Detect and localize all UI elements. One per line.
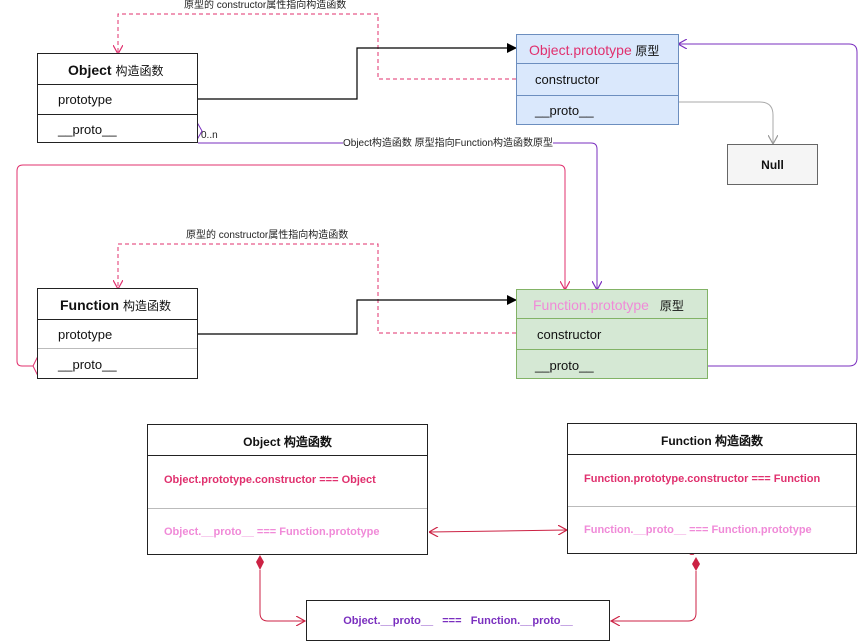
object-prototype-box[interactable]: Object.prototype 原型 constructor __proto_…: [516, 34, 679, 125]
bottom-function-title: Function 构造函数: [661, 434, 763, 448]
object-constructor-box[interactable]: Object 构造函数 prototype __proto__: [37, 53, 198, 143]
bottom-object-line1: Object.prototype.constructor === Object: [164, 474, 376, 486]
edge-bottom-object-equality: [259, 570, 304, 621]
edge-bottom-function-equality: [612, 571, 697, 621]
label-mult-0n: 0..n: [201, 130, 218, 141]
object-proto-field: __proto__: [58, 122, 117, 137]
edge-objproto-constructor: [118, 13, 516, 80]
function-box-title: Function 构造函数: [60, 297, 172, 313]
function-constructor-box[interactable]: Function 构造函数 prototype __proto__: [37, 288, 198, 379]
equality-text: Object.__proto__ === Function.__proto__: [343, 615, 573, 627]
object-prototype-constructor-field: constructor: [535, 72, 600, 87]
label-top-constructor: 原型的 constructor属性指向构造函数: [184, 0, 347, 12]
bottom-object-title: Object 构造函数: [243, 435, 332, 449]
label-object-to-function-proto: Object构造函数 原型指向Function构造函数原型: [343, 138, 554, 150]
function-prototype-box[interactable]: Function.prototype 原型 constructor __prot…: [516, 289, 708, 379]
bottom-function-line1: Function.prototype.constructor === Funct…: [584, 473, 821, 485]
bottom-function-diamond: [692, 557, 700, 571]
object-prototype-title: Object.prototype 原型: [529, 42, 660, 58]
function-prototype-constructor-field: constructor: [537, 327, 602, 342]
bottom-object-diamond: [256, 555, 264, 570]
bottom-object-line2: Object.__proto__ === Function.prototype: [164, 526, 380, 538]
object-prototype-proto-field: __proto__: [535, 103, 594, 118]
edge-object-proto-to-fproto: [198, 142, 597, 289]
function-prototype-title: Function.prototype 原型: [533, 297, 684, 313]
bottom-object-box[interactable]: Object 构造函数 Object.prototype.constructor…: [147, 424, 428, 555]
object-box-title: Object 构造函数: [68, 62, 164, 78]
null-label: Null: [761, 158, 784, 172]
edge-objproto-null: [679, 101, 773, 143]
edge-function-proto-to-fproto: [16, 164, 565, 367]
edge-fproto-to-objproto: [679, 44, 858, 367]
edge-fproto-constructor: [118, 243, 516, 334]
null-box[interactable]: Null: [727, 144, 818, 185]
function-prototype-proto-field: __proto__: [535, 358, 594, 373]
object-prototype-field: prototype: [58, 92, 113, 107]
label-mid-constructor: 原型的 constructor属性指向构造函数: [186, 230, 349, 242]
bottom-function-line2: Function.__proto__ === Function.prototyp…: [584, 524, 812, 536]
edge-function-prototype: [198, 295, 517, 335]
bottom-function-box[interactable]: Function 构造函数 Function.prototype.constru…: [567, 423, 857, 554]
edge-bottom-bidirectional: [430, 530, 566, 532]
edge-object-prototype: [198, 43, 517, 100]
function-prototype-field: prototype: [58, 327, 113, 342]
function-proto-field: __proto__: [58, 357, 117, 372]
equality-box[interactable]: Object.__proto__ === Function.__proto__: [306, 600, 610, 641]
